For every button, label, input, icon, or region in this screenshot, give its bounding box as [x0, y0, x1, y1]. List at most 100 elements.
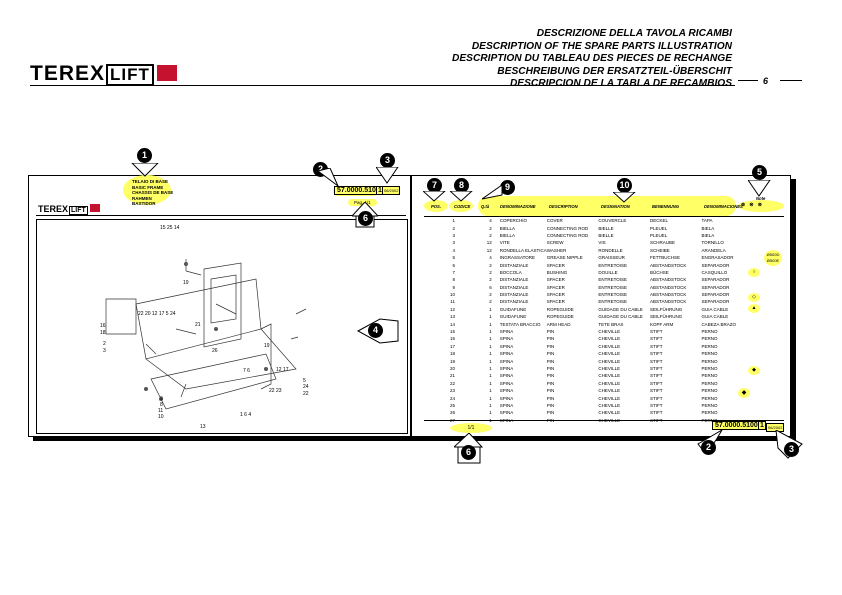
table-cell: PIN — [546, 380, 555, 386]
table-cell: PIN — [546, 410, 555, 416]
table-cell: STIFT — [650, 410, 663, 416]
table-cell: PIN — [546, 373, 555, 379]
col-denominazione: DENOMINAZIONE — [500, 204, 536, 209]
table-cell: CONNECTING ROD — [546, 232, 589, 238]
table-cell: 9 — [452, 284, 455, 290]
table-cell — [455, 254, 476, 261]
table-cell: PERNO — [701, 402, 718, 408]
diagram-label: 12 17 — [276, 367, 289, 373]
table-cell: CHEVILLE — [598, 343, 621, 349]
table-cell: ENGRASADOR — [701, 255, 734, 261]
plate-window — [210, 274, 237, 324]
table-cell — [455, 239, 476, 246]
table-cell: STIFT — [650, 366, 663, 371]
table-cell: SPACER — [546, 299, 565, 305]
table-cell: 6 — [452, 262, 455, 268]
table-cell: STIFT — [650, 329, 663, 335]
table-cell: DISTANZIALE — [499, 299, 529, 305]
title-de: BESCHREIBUNG DER ERSATZTEIL-ÜBERSCHIT — [497, 65, 732, 77]
table-cell: SEPARADOR — [701, 262, 730, 268]
callout-3b: 3 — [784, 442, 799, 457]
table-cell: 10 — [449, 292, 455, 298]
table-cell: 1 — [489, 314, 492, 320]
title-en: DESCRIPTION OF THE SPARE PARTS ILLUSTRAT… — [471, 40, 732, 52]
table-cell: PIN — [546, 402, 555, 408]
note-marker: ◆ — [748, 366, 760, 375]
table-cell: 1 — [489, 366, 492, 371]
table-cell: PLEUEL — [650, 232, 668, 238]
table-cell: 1 — [489, 373, 492, 379]
table-cell: SEPARADOR — [701, 284, 730, 290]
table-cell: PIN — [546, 329, 555, 335]
table-cell: SPINA — [499, 343, 514, 349]
table-cell: 2 — [489, 299, 492, 305]
arrow-5-icon — [748, 180, 771, 197]
callout-2b: 2 — [701, 440, 716, 455]
table-cell: 8 — [452, 277, 455, 283]
table-cell: 12 — [486, 247, 492, 253]
table-cell: 1 — [489, 321, 492, 327]
leader-b — [145, 303, 237, 355]
table-cell: ENTRETOISE — [598, 277, 628, 283]
diagram-label: 24 — [303, 384, 309, 390]
table-cell: SEILFÜHRUNG — [650, 314, 683, 320]
pin-marker — [159, 397, 163, 401]
leader-a — [185, 259, 202, 276]
table-cell: SPINA — [499, 410, 514, 416]
pin-marker — [214, 327, 218, 331]
table-cell: GUIDAFUNE — [499, 306, 527, 312]
table-cell: GUIDAGE DU CABLE — [598, 314, 643, 320]
callout-5: 5 — [752, 165, 767, 180]
table-cell — [455, 291, 476, 298]
table-cell: 19 — [449, 358, 455, 364]
table-cell: 6 — [489, 284, 492, 290]
table-cell: 2 — [489, 277, 492, 283]
table-cell: CASQUILLO — [701, 269, 728, 275]
col-pos: POS. — [431, 204, 442, 209]
table-cell: PERNO — [701, 358, 718, 364]
diagram-label: 22 — [303, 391, 309, 397]
table-cell: 23 — [449, 388, 455, 394]
diagram-label: 7 6 — [243, 368, 250, 374]
table-cell: GUIDAFUNE — [499, 314, 527, 320]
table-cell: ABSTANDSTOCK — [650, 299, 687, 305]
diagram-label: 19 — [183, 280, 189, 286]
table-cell: PIN — [546, 388, 555, 394]
table-cell: SPINA — [499, 358, 514, 364]
table-cell: SPINA — [499, 380, 514, 386]
table-cell: GRAISSEUR — [598, 255, 625, 261]
diagram-label: 16 — [100, 323, 106, 329]
table-cell — [455, 402, 476, 409]
table-cell: 4 — [452, 247, 455, 253]
table-cell: SPINA — [499, 373, 514, 379]
table-cell: 1 — [489, 380, 492, 386]
table-cell: ROPEGUIDE — [546, 314, 574, 320]
crown-logo-icon — [156, 65, 177, 81]
note-marker: ▲ — [748, 304, 760, 313]
table-cell: STIFT — [650, 402, 663, 408]
table-cell: 1 — [489, 395, 492, 401]
table-cell: PERNO — [701, 366, 718, 371]
table-cell: SEPARADOR — [701, 277, 730, 283]
table-cell: VITE — [499, 240, 510, 246]
table-cell — [455, 224, 476, 231]
col-denominaciones: DENOMINACIONES — [704, 204, 743, 209]
col-designation: DESIGNATION — [601, 204, 630, 209]
table-cell: ABSTANDSTOCK — [650, 262, 687, 268]
table-cell: STIFT — [650, 388, 663, 394]
page-titles: DESCRIZIONE DELLA TAVOLA RICAMBI DESCRIP… — [452, 28, 732, 91]
table-cell: BÜCHSE — [650, 269, 669, 275]
diagram-label: 10 — [158, 414, 164, 420]
